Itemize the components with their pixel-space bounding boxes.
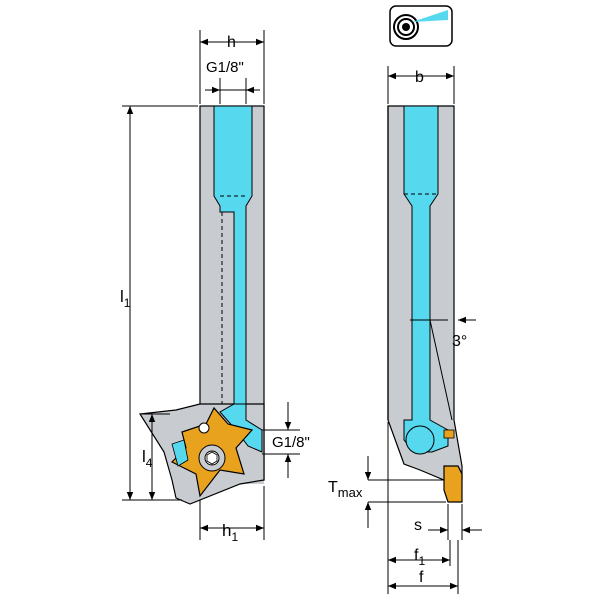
front-insert-blue xyxy=(171,439,189,467)
side-insert-small xyxy=(443,429,455,439)
dim-h1: h1 xyxy=(199,486,265,544)
dim-h: h xyxy=(199,30,265,104)
label-tmax: Tmax xyxy=(328,479,363,500)
label-angle: 3° xyxy=(452,333,467,350)
dim-f1: f1 xyxy=(387,422,451,594)
dim-tmax: Tmax xyxy=(328,456,446,528)
label-b: b xyxy=(415,69,424,86)
dim-g-side: G1/8" xyxy=(262,402,310,478)
front-pin xyxy=(198,422,210,434)
label-l1: l1 xyxy=(120,287,131,310)
dim-b: b xyxy=(387,66,455,104)
dim-angle: 3° xyxy=(410,316,476,350)
side-insert xyxy=(443,465,463,503)
label-l4: l4 xyxy=(142,447,153,470)
side-coolant-bore xyxy=(405,425,435,455)
label-s: s xyxy=(414,517,422,534)
label-f: f xyxy=(419,569,424,586)
label-h: h xyxy=(227,34,236,51)
front-screw-hex xyxy=(206,451,218,465)
front-view xyxy=(138,105,265,505)
dim-l4: l4 xyxy=(140,413,170,500)
dim-s: s xyxy=(414,504,482,540)
label-g-top: G1/8" xyxy=(206,59,244,76)
dim-f: f xyxy=(388,540,459,594)
label-h1: h1 xyxy=(222,521,238,544)
side-view xyxy=(387,105,463,503)
label-g-side: G1/8" xyxy=(272,434,310,451)
coolant-spray-icon xyxy=(389,5,453,47)
side-angle-line xyxy=(429,319,453,421)
label-f1: f1 xyxy=(414,547,425,568)
dim-g-top: G1/8" xyxy=(205,59,260,104)
